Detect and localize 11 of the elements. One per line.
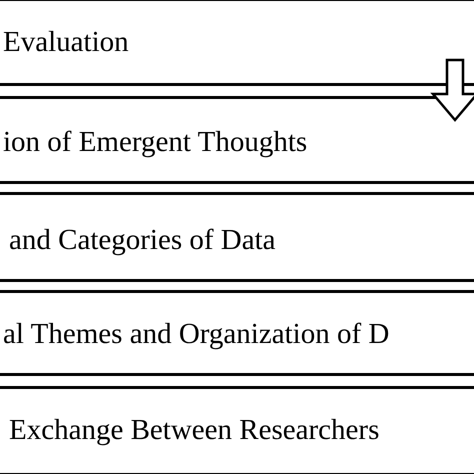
band-box [0,290,474,376]
band-box [0,192,474,282]
band-box [0,386,474,474]
band-label: Exchange Between Researchers [9,413,380,447]
band-label: and Categories of Data [9,223,276,257]
band-label: Evaluation [3,25,129,59]
band-label: ion of Emergent Thoughts [3,125,308,159]
block-arrow [430,58,474,122]
band-label: al Themes and Organization of D [3,317,390,351]
band-box [0,96,474,184]
band-box [0,0,474,86]
